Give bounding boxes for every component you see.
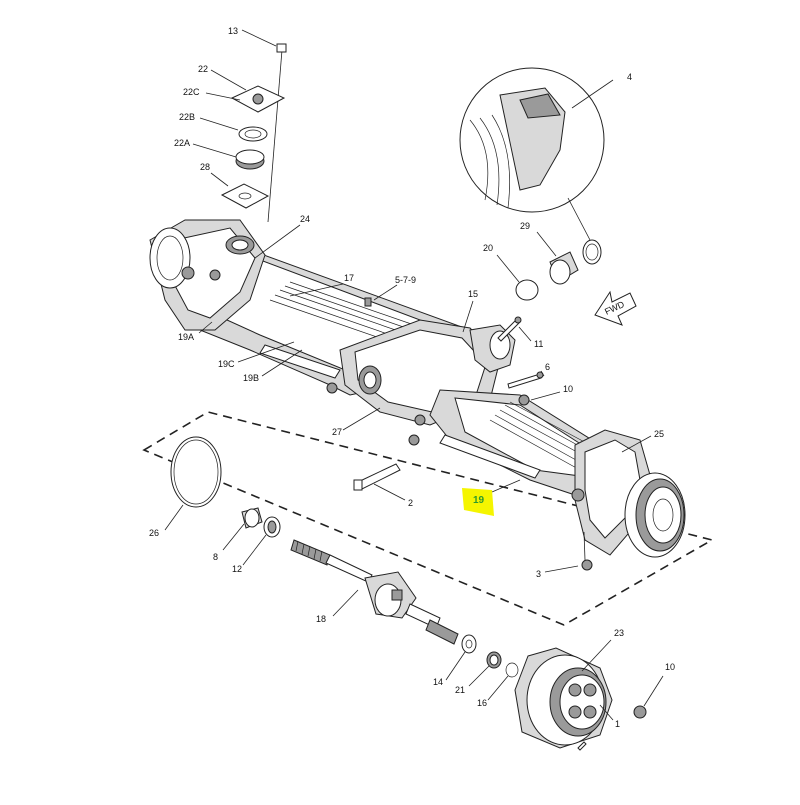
callout-19A[interactable]: 19A (178, 332, 194, 342)
callout-22A[interactable]: 22A (174, 138, 190, 148)
callout-4[interactable]: 4 (627, 72, 632, 82)
callout-6[interactable]: 6 (545, 362, 550, 372)
callout-labels: 13 22 22C 22B 22A 28 24 17 5-7-9 15 19A … (149, 26, 675, 729)
callout-1[interactable]: 1 (615, 719, 620, 729)
seal-detail-view (459, 67, 605, 241)
callout-19[interactable]: 19 (473, 495, 485, 506)
callout-19B[interactable]: 19B (243, 373, 259, 383)
bushings-29-20 (515, 239, 602, 301)
callout-20[interactable]: 20 (483, 243, 493, 253)
callout-18[interactable]: 18 (316, 614, 326, 624)
callout-13[interactable]: 13 (228, 26, 238, 36)
callout-11[interactable]: 11 (534, 339, 543, 349)
callout-22C[interactable]: 22C (183, 87, 200, 97)
callout-28[interactable]: 28 (200, 162, 210, 172)
callout-14[interactable]: 14 (433, 677, 443, 687)
callout-25[interactable]: 25 (654, 429, 664, 439)
axle-housing (149, 219, 686, 558)
kingpin-stack (220, 43, 287, 223)
callout-10[interactable]: 10 (563, 384, 573, 394)
callout-5-7-9[interactable]: 5-7-9 (395, 275, 416, 285)
callout-10-lower[interactable]: 10 (665, 662, 675, 672)
drive-shaft-parts (170, 436, 647, 751)
callout-23[interactable]: 23 (614, 628, 624, 638)
subassembly-boundary (142, 411, 715, 626)
callout-15[interactable]: 15 (468, 289, 478, 299)
callout-17[interactable]: 17 (344, 273, 354, 283)
callout-27[interactable]: 27 (332, 427, 342, 437)
highlight-marker (462, 488, 494, 516)
callout-8[interactable]: 8 (213, 552, 218, 562)
callout-2[interactable]: 2 (408, 498, 413, 508)
callout-22B[interactable]: 22B (179, 112, 195, 122)
leader-lines (164, 29, 664, 721)
callout-29[interactable]: 29 (520, 221, 530, 231)
callout-22[interactable]: 22 (198, 64, 208, 74)
callout-12[interactable]: 12 (232, 564, 242, 574)
callout-24[interactable]: 24 (300, 214, 310, 224)
callout-26[interactable]: 26 (149, 528, 159, 538)
forward-direction-arrow: FWD (594, 290, 637, 326)
callout-21[interactable]: 21 (455, 685, 465, 695)
fasteners (353, 297, 593, 571)
callout-16[interactable]: 16 (477, 698, 487, 708)
callout-3[interactable]: 3 (536, 569, 541, 579)
callout-19C[interactable]: 19C (218, 359, 235, 369)
